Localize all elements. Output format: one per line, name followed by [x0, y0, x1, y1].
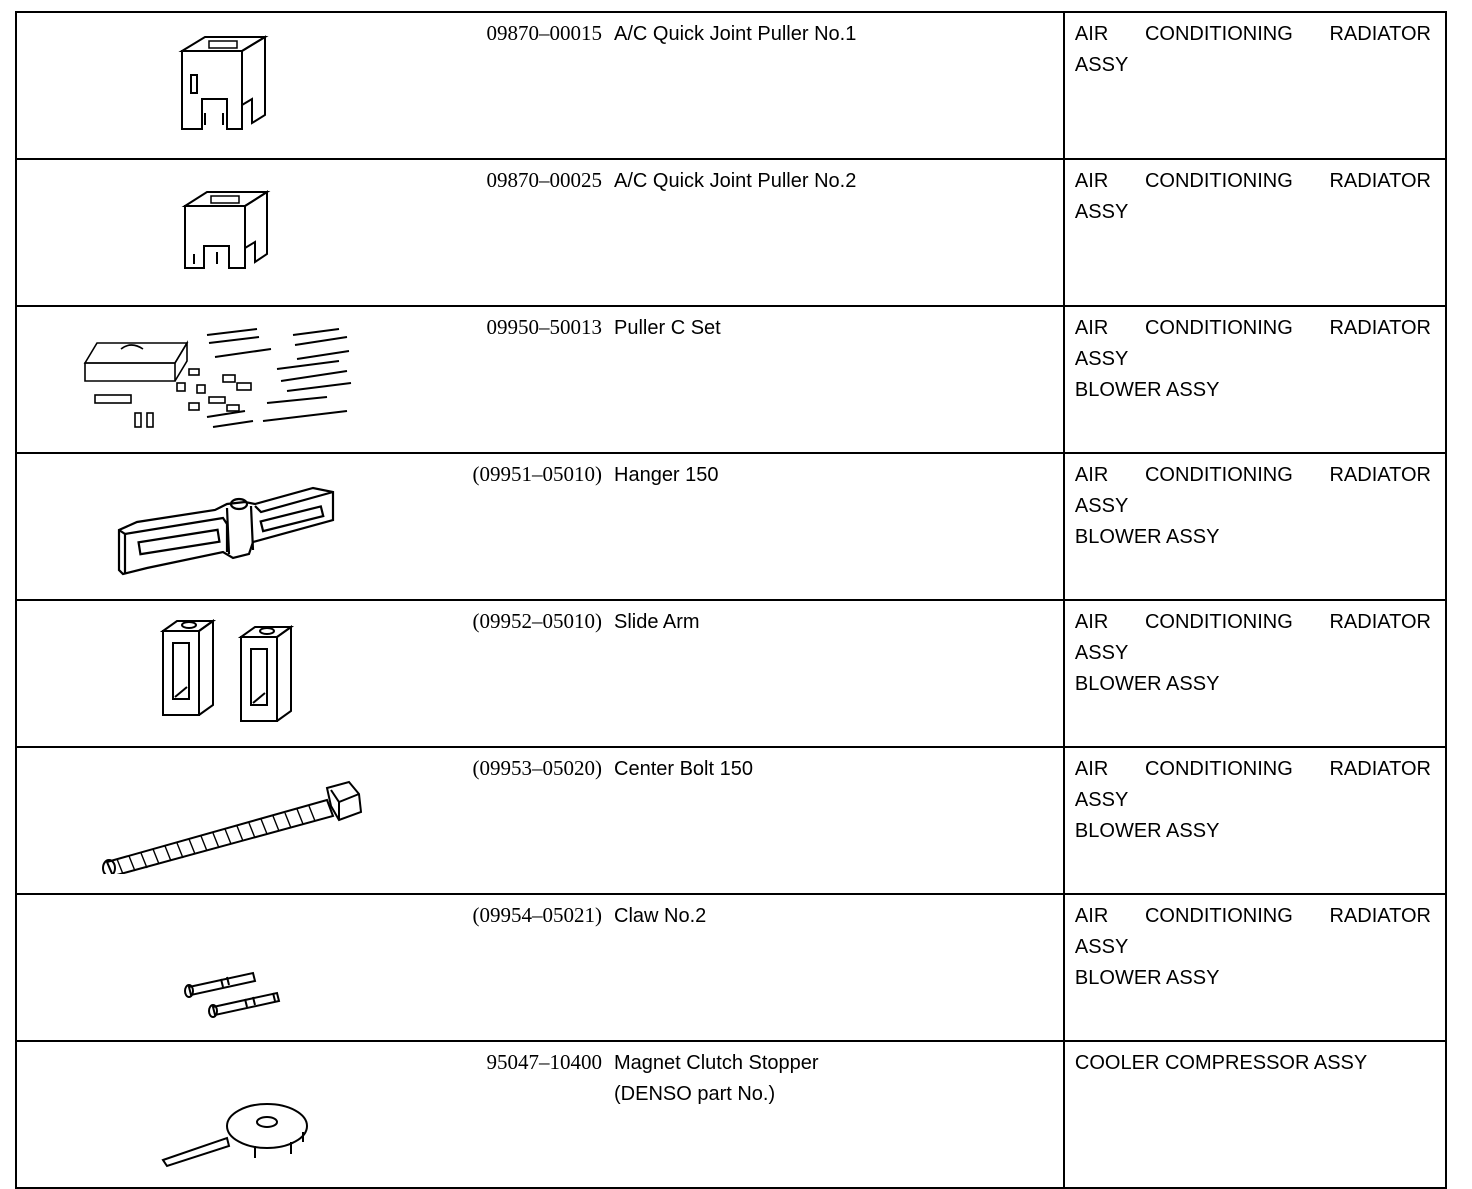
tool-name-line: Magnet Clutch Stopper	[614, 1052, 819, 1074]
tool-cell: 95047–10400 Magnet Clutch Stopper (DENSO …	[15, 1040, 1065, 1189]
tool-cell: 09870–00025 A/C Quick Joint Puller No.2	[15, 158, 1065, 307]
usage-line: AIR CONDITIONING RADIATOR	[1074, 170, 1431, 192]
usage-cell: AIR CONDITIONING RADIATOR ASSY BLOWER ASSY	[1062, 452, 1448, 601]
table-body: 09870–00015 A/C Quick Joint Puller No.1 …	[15, 11, 1448, 1189]
tool-cell: (09951–05010) Hanger 150	[15, 452, 1065, 601]
usage-line: ASSY	[1074, 495, 1129, 517]
usage-line: BLOWER ASSY	[1074, 967, 1220, 989]
quick-joint-puller-2-illustration	[77, 176, 377, 286]
tool-name-line: A/C Quick Joint Puller No.2	[614, 170, 857, 192]
usage-cell: AIR CONDITIONING RADIATOR ASSY BLOWER ASSY	[1062, 746, 1448, 895]
table-row-3: 09950–50013 Puller C Set AIR CONDITIONIN…	[15, 305, 1448, 454]
usage-line: ASSY	[1074, 789, 1129, 811]
tool-name-line: Claw No.2	[614, 905, 707, 927]
table-row-5: (09952–05010) Slide Arm AIR CONDITIONING…	[15, 599, 1448, 748]
part-number: (09951–05010)	[472, 462, 603, 486]
tool-cell: (09954–05021) Claw No.2	[15, 893, 1065, 1042]
part-number: (09954–05021)	[472, 903, 603, 927]
tool-name: Puller C Set	[614, 313, 721, 344]
tool-cell: (09953–05020) Center Bolt 150	[15, 746, 1065, 895]
part-number: 95047–10400	[486, 1050, 603, 1074]
usage-line: BLOWER ASSY	[1074, 820, 1220, 842]
magnet-clutch-stopper-illustration	[77, 1058, 377, 1168]
usage-line: ASSY	[1074, 642, 1129, 664]
usage-line: AIR CONDITIONING RADIATOR	[1074, 758, 1431, 780]
tool-name: A/C Quick Joint Puller No.1	[614, 19, 856, 50]
special-service-tools-table: 09870–00015 A/C Quick Joint Puller No.1 …	[15, 11, 1448, 1189]
usage-line: AIR CONDITIONING RADIATOR	[1074, 23, 1431, 45]
usage-cell: AIR CONDITIONING RADIATOR ASSY	[1062, 11, 1448, 160]
tool-name: Center Bolt 150	[614, 754, 753, 785]
usage-line: COOLER COMPRESSOR ASSY	[1074, 1052, 1368, 1074]
usage-line: BLOWER ASSY	[1074, 673, 1220, 695]
tool-name: Claw No.2	[614, 901, 706, 932]
center-bolt-150-illustration	[77, 764, 377, 878]
tool-cell: 09870–00015 A/C Quick Joint Puller No.1	[15, 11, 1065, 160]
usage-line: BLOWER ASSY	[1074, 526, 1220, 548]
slide-arm-illustration	[77, 617, 377, 727]
quick-joint-puller-1-illustration	[77, 29, 377, 139]
usage-line: AIR CONDITIONING RADIATOR	[1074, 464, 1431, 486]
usage-cell: AIR CONDITIONING RADIATOR ASSY	[1062, 158, 1448, 307]
tool-name: A/C Quick Joint Puller No.2	[614, 166, 856, 197]
tool-name-line: Slide Arm	[614, 611, 700, 633]
table-row-4: (09951–05010) Hanger 150 AIR CONDITIONIN…	[15, 452, 1448, 601]
usage-line: AIR CONDITIONING RADIATOR	[1074, 611, 1431, 633]
tool-name-line: Hanger 150	[614, 464, 719, 486]
usage-line: AIR CONDITIONING RADIATOR	[1074, 317, 1431, 339]
tool-name-line: A/C Quick Joint Puller No.1	[614, 23, 857, 45]
table-row-6: (09953–05020) Center Bolt 150 AIR CONDIT…	[15, 746, 1448, 895]
part-number: 09950–50013	[486, 315, 603, 339]
hanger-150-illustration	[77, 470, 377, 580]
tool-cell: (09952–05010) Slide Arm	[15, 599, 1065, 748]
part-number: 09870–00015	[486, 21, 603, 45]
tool-name-line: Puller C Set	[614, 317, 721, 339]
usage-line: BLOWER ASSY	[1074, 379, 1220, 401]
usage-cell: AIR CONDITIONING RADIATOR ASSY BLOWER ASSY	[1062, 893, 1448, 1042]
usage-line: ASSY	[1074, 201, 1129, 223]
table-row-7: (09954–05021) Claw No.2 AIR CONDITIONING…	[15, 893, 1448, 1042]
usage-line: ASSY	[1074, 54, 1129, 76]
tool-name: Hanger 150	[614, 460, 719, 491]
part-number: (09953–05020)	[472, 756, 603, 780]
claw-no2-illustration	[77, 911, 377, 1021]
usage-line: ASSY	[1074, 348, 1129, 370]
usage-cell: AIR CONDITIONING RADIATOR ASSY BLOWER ASSY	[1062, 599, 1448, 748]
table-row-1: 09870–00015 A/C Quick Joint Puller No.1 …	[15, 11, 1448, 160]
tool-name-line: (DENSO part No.)	[614, 1083, 776, 1105]
usage-line: AIR CONDITIONING RADIATOR	[1074, 905, 1431, 927]
tool-name: Slide Arm	[614, 607, 700, 638]
tool-cell: 09950–50013 Puller C Set	[15, 305, 1065, 454]
tool-name: Magnet Clutch Stopper (DENSO part No.)	[614, 1048, 819, 1110]
part-number: 09870–00025	[486, 168, 603, 192]
usage-cell: AIR CONDITIONING RADIATOR ASSY BLOWER ASSY	[1062, 305, 1448, 454]
table-row-2: 09870–00025 A/C Quick Joint Puller No.2 …	[15, 158, 1448, 307]
part-number: (09952–05010)	[472, 609, 603, 633]
puller-c-set-illustration	[77, 323, 377, 433]
tool-name-line: Center Bolt 150	[614, 758, 753, 780]
usage-line: ASSY	[1074, 936, 1129, 958]
